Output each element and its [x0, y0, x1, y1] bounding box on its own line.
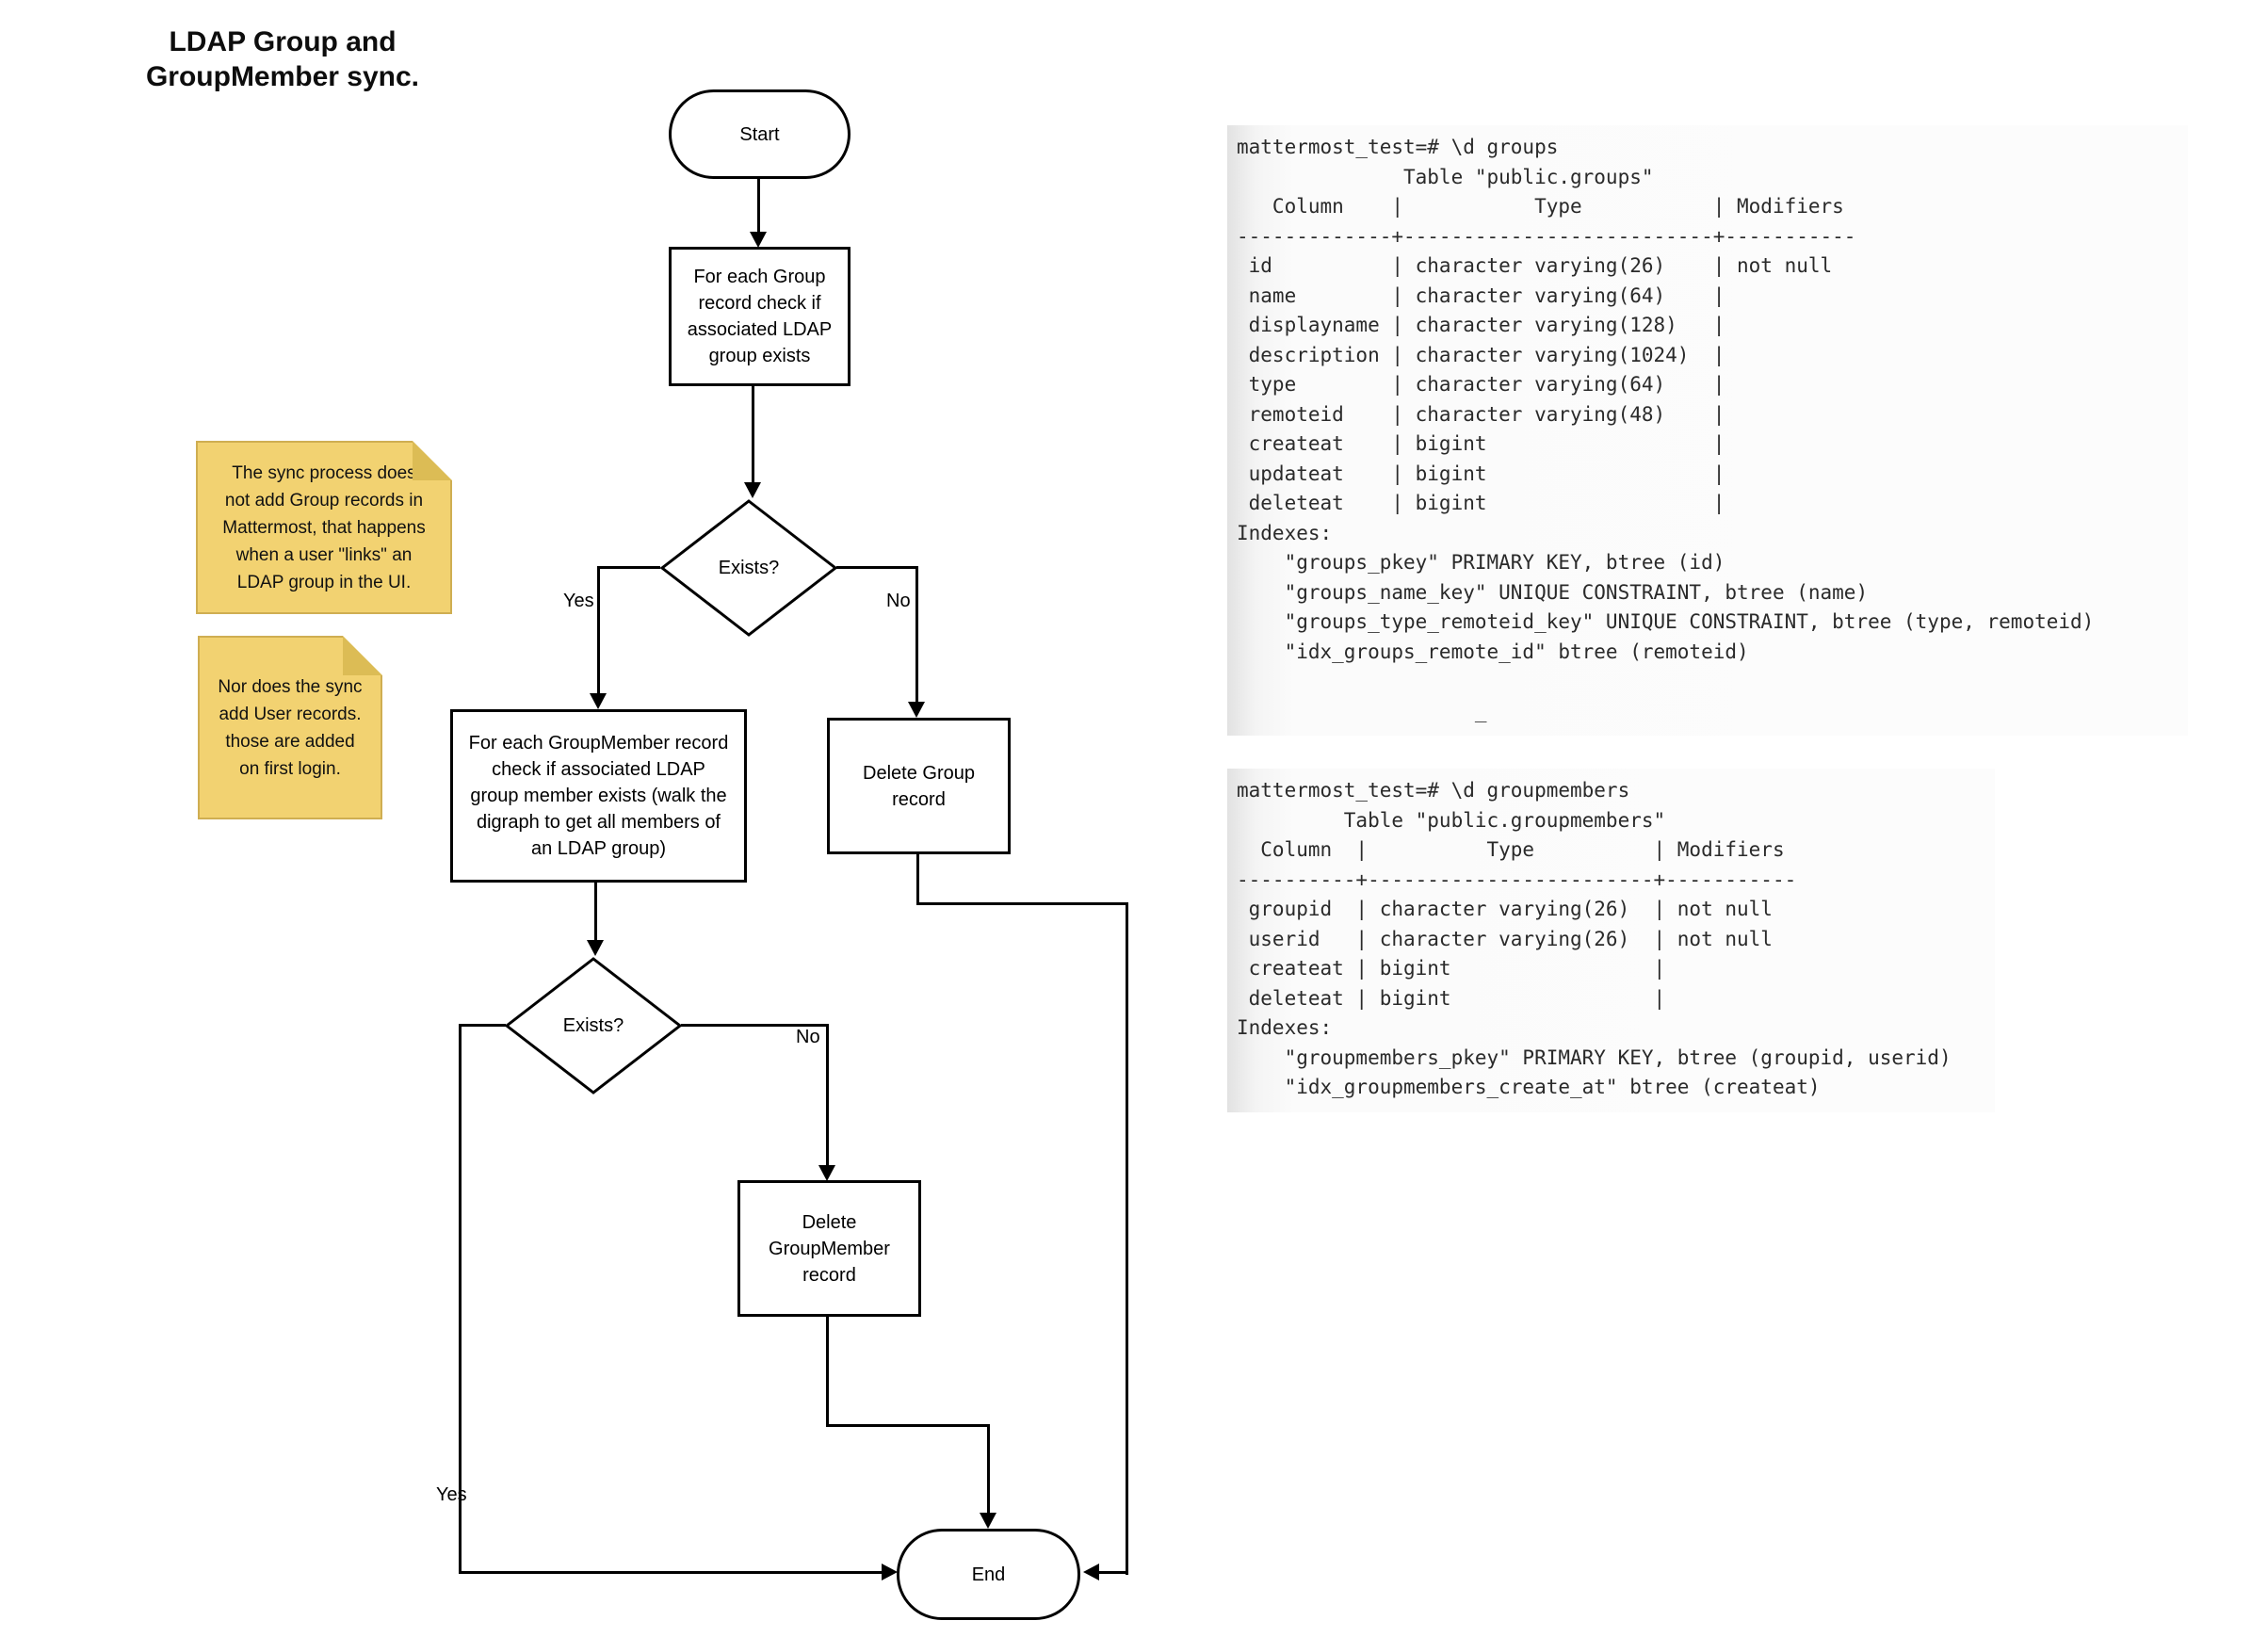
- decision-label: Exists?: [718, 557, 780, 578]
- edge-label-no-2: No: [796, 1027, 820, 1047]
- process-group-check: For each Group record check if associate…: [669, 247, 850, 386]
- decision-member-exists: Exists?: [504, 956, 683, 1095]
- connector-line: [1096, 1571, 1128, 1574]
- connector-line: [836, 566, 918, 569]
- arrowhead-right-icon: [882, 1564, 900, 1580]
- terminal-output-groupmembers-table: mattermost_test=# \d groupmembers Table …: [1227, 769, 1995, 1112]
- arrowhead-down-icon: [750, 232, 767, 251]
- arrowhead-down-icon: [744, 482, 761, 501]
- folded-corner-icon: [343, 636, 382, 675]
- process-delete-groupmember: Delete GroupMember record: [737, 1180, 921, 1317]
- decision-label: Exists?: [562, 1014, 624, 1036]
- arrowhead-down-icon: [587, 940, 604, 959]
- arrowhead-down-icon: [980, 1513, 996, 1532]
- edge-label-yes-2: Yes: [436, 1484, 467, 1505]
- connector-line: [916, 854, 919, 905]
- connector-line: [597, 566, 600, 695]
- edge-label-no-1: No: [886, 591, 911, 611]
- connector-line: [597, 566, 660, 569]
- diamond-shape: [659, 499, 838, 637]
- arrowhead-left-icon: [1080, 1564, 1099, 1580]
- folded-corner-icon: [413, 441, 452, 480]
- arrowhead-down-icon: [908, 702, 925, 721]
- connector-line: [826, 1317, 829, 1427]
- connector-line: [916, 902, 1128, 905]
- connector-line: [594, 883, 597, 942]
- terminal-output-groups-table: mattermost_test=# \d groups Table "publi…: [1227, 125, 2188, 736]
- connector-line: [1126, 902, 1128, 1575]
- connector-line: [757, 179, 760, 235]
- sticky-note-text: The sync process does not add Group reco…: [222, 462, 426, 592]
- connector-line: [459, 1571, 883, 1574]
- diamond-shape: [504, 957, 683, 1094]
- start-terminator: Start: [669, 89, 850, 179]
- connector-line: [987, 1424, 990, 1515]
- sticky-note-user-sync: Nor does the sync add User records. thos…: [198, 636, 382, 819]
- page-title: LDAP Group and GroupMember sync.: [145, 26, 420, 92]
- arrowhead-down-icon: [590, 693, 607, 712]
- process-groupmember-check: For each GroupMember record check if ass…: [450, 709, 747, 883]
- connector-line: [915, 566, 918, 704]
- arrowhead-down-icon: [818, 1165, 835, 1184]
- process-delete-group: Delete Group record: [827, 718, 1011, 854]
- edge-label-yes-1: Yes: [563, 591, 594, 611]
- connector-line: [681, 1024, 829, 1027]
- end-terminator: End: [897, 1529, 1080, 1620]
- connector-line: [826, 1424, 990, 1427]
- sticky-note-group-sync: The sync process does not add Group reco…: [196, 441, 452, 614]
- connector-line: [459, 1024, 462, 1574]
- connector-line: [826, 1024, 829, 1167]
- sticky-note-text: Nor does the sync add User records. thos…: [218, 676, 363, 779]
- connector-line: [459, 1024, 506, 1027]
- decision-group-exists: Exists?: [659, 498, 838, 638]
- connector-line: [752, 386, 754, 484]
